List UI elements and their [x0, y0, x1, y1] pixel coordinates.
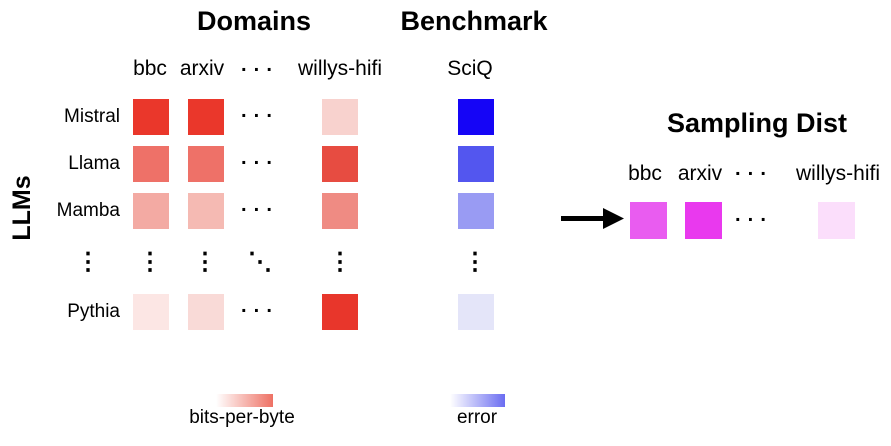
ellipsis-horizontal-icon: ···: [735, 209, 773, 232]
row-label-llama: Llama: [68, 153, 120, 174]
row-label-mistral: Mistral: [64, 106, 120, 127]
ellipsis-vertical-icon: ⋮: [463, 248, 487, 276]
domain-column-header-willys-hifi: willys-hifi: [298, 57, 382, 80]
ellipsis-horizontal-icon: ···: [241, 300, 279, 323]
sampling-cell-arxiv: [685, 202, 722, 239]
row-label-mamba: Mamba: [56, 200, 120, 221]
cell-mamba-arxiv: [188, 193, 224, 229]
cell-pythia-willys-hifi: [322, 294, 358, 330]
sampling-cell-willys-hifi: [818, 202, 855, 239]
error-legend-label: error: [456, 407, 498, 428]
sampling-dist-section-title: Sampling Dist: [666, 108, 848, 138]
ellipsis-horizontal-icon: ···: [241, 199, 279, 222]
sampling-column-header-arxiv: arxiv: [677, 162, 723, 185]
cell-mistral-sciq: [458, 99, 494, 135]
ellipsis-horizontal-icon: ···: [241, 105, 279, 128]
sampling-cell-bbc: [630, 202, 667, 239]
ellipsis-vertical-icon: ⋮: [76, 248, 100, 276]
row-label-pythia: Pythia: [67, 301, 120, 322]
arrow-right-icon: [561, 208, 624, 229]
cell-mistral-arxiv: [188, 99, 224, 135]
benchmark-column-header-sciq: SciQ: [447, 57, 493, 80]
error-colorbar: [450, 394, 505, 407]
sampling-column-header-bbc: bbc: [628, 162, 662, 185]
ellipsis-diagonal-icon: ⋱: [248, 248, 272, 276]
cell-llama-arxiv: [188, 146, 224, 182]
cell-llama-sciq: [458, 146, 494, 182]
cell-pythia-sciq: [458, 294, 494, 330]
cell-pythia-arxiv: [188, 294, 224, 330]
domain-column-header-arxiv: arxiv: [179, 57, 225, 80]
cell-mistral-willys-hifi: [322, 99, 358, 135]
cell-llama-bbc: [133, 146, 169, 182]
cell-mistral-bbc: [133, 99, 169, 135]
ellipsis-vertical-icon: ⋮: [328, 248, 352, 276]
cell-llama-willys-hifi: [322, 146, 358, 182]
domain-column-header-bbc: bbc: [133, 57, 167, 80]
cell-mamba-bbc: [133, 193, 169, 229]
ellipsis-horizontal-icon: ···: [241, 152, 279, 175]
ellipsis-horizontal-icon: ···: [241, 59, 279, 82]
llms-axis-label: LLMs: [8, 175, 36, 241]
ellipsis-vertical-icon: ⋮: [193, 248, 217, 276]
cell-mamba-willys-hifi: [322, 193, 358, 229]
bits-per-byte-colorbar: [216, 394, 273, 407]
benchmark-section-title: Benchmark: [400, 6, 548, 36]
ellipsis-horizontal-icon: ···: [735, 163, 773, 186]
domains-section-title: Domains: [196, 6, 312, 36]
cell-mamba-sciq: [458, 193, 494, 229]
cell-pythia-bbc: [133, 294, 169, 330]
bits-per-byte-legend-label: bits-per-byte: [189, 407, 295, 428]
sampling-column-header-willys-hifi: willys-hifi: [796, 162, 880, 185]
ellipsis-vertical-icon: ⋮: [138, 248, 162, 276]
